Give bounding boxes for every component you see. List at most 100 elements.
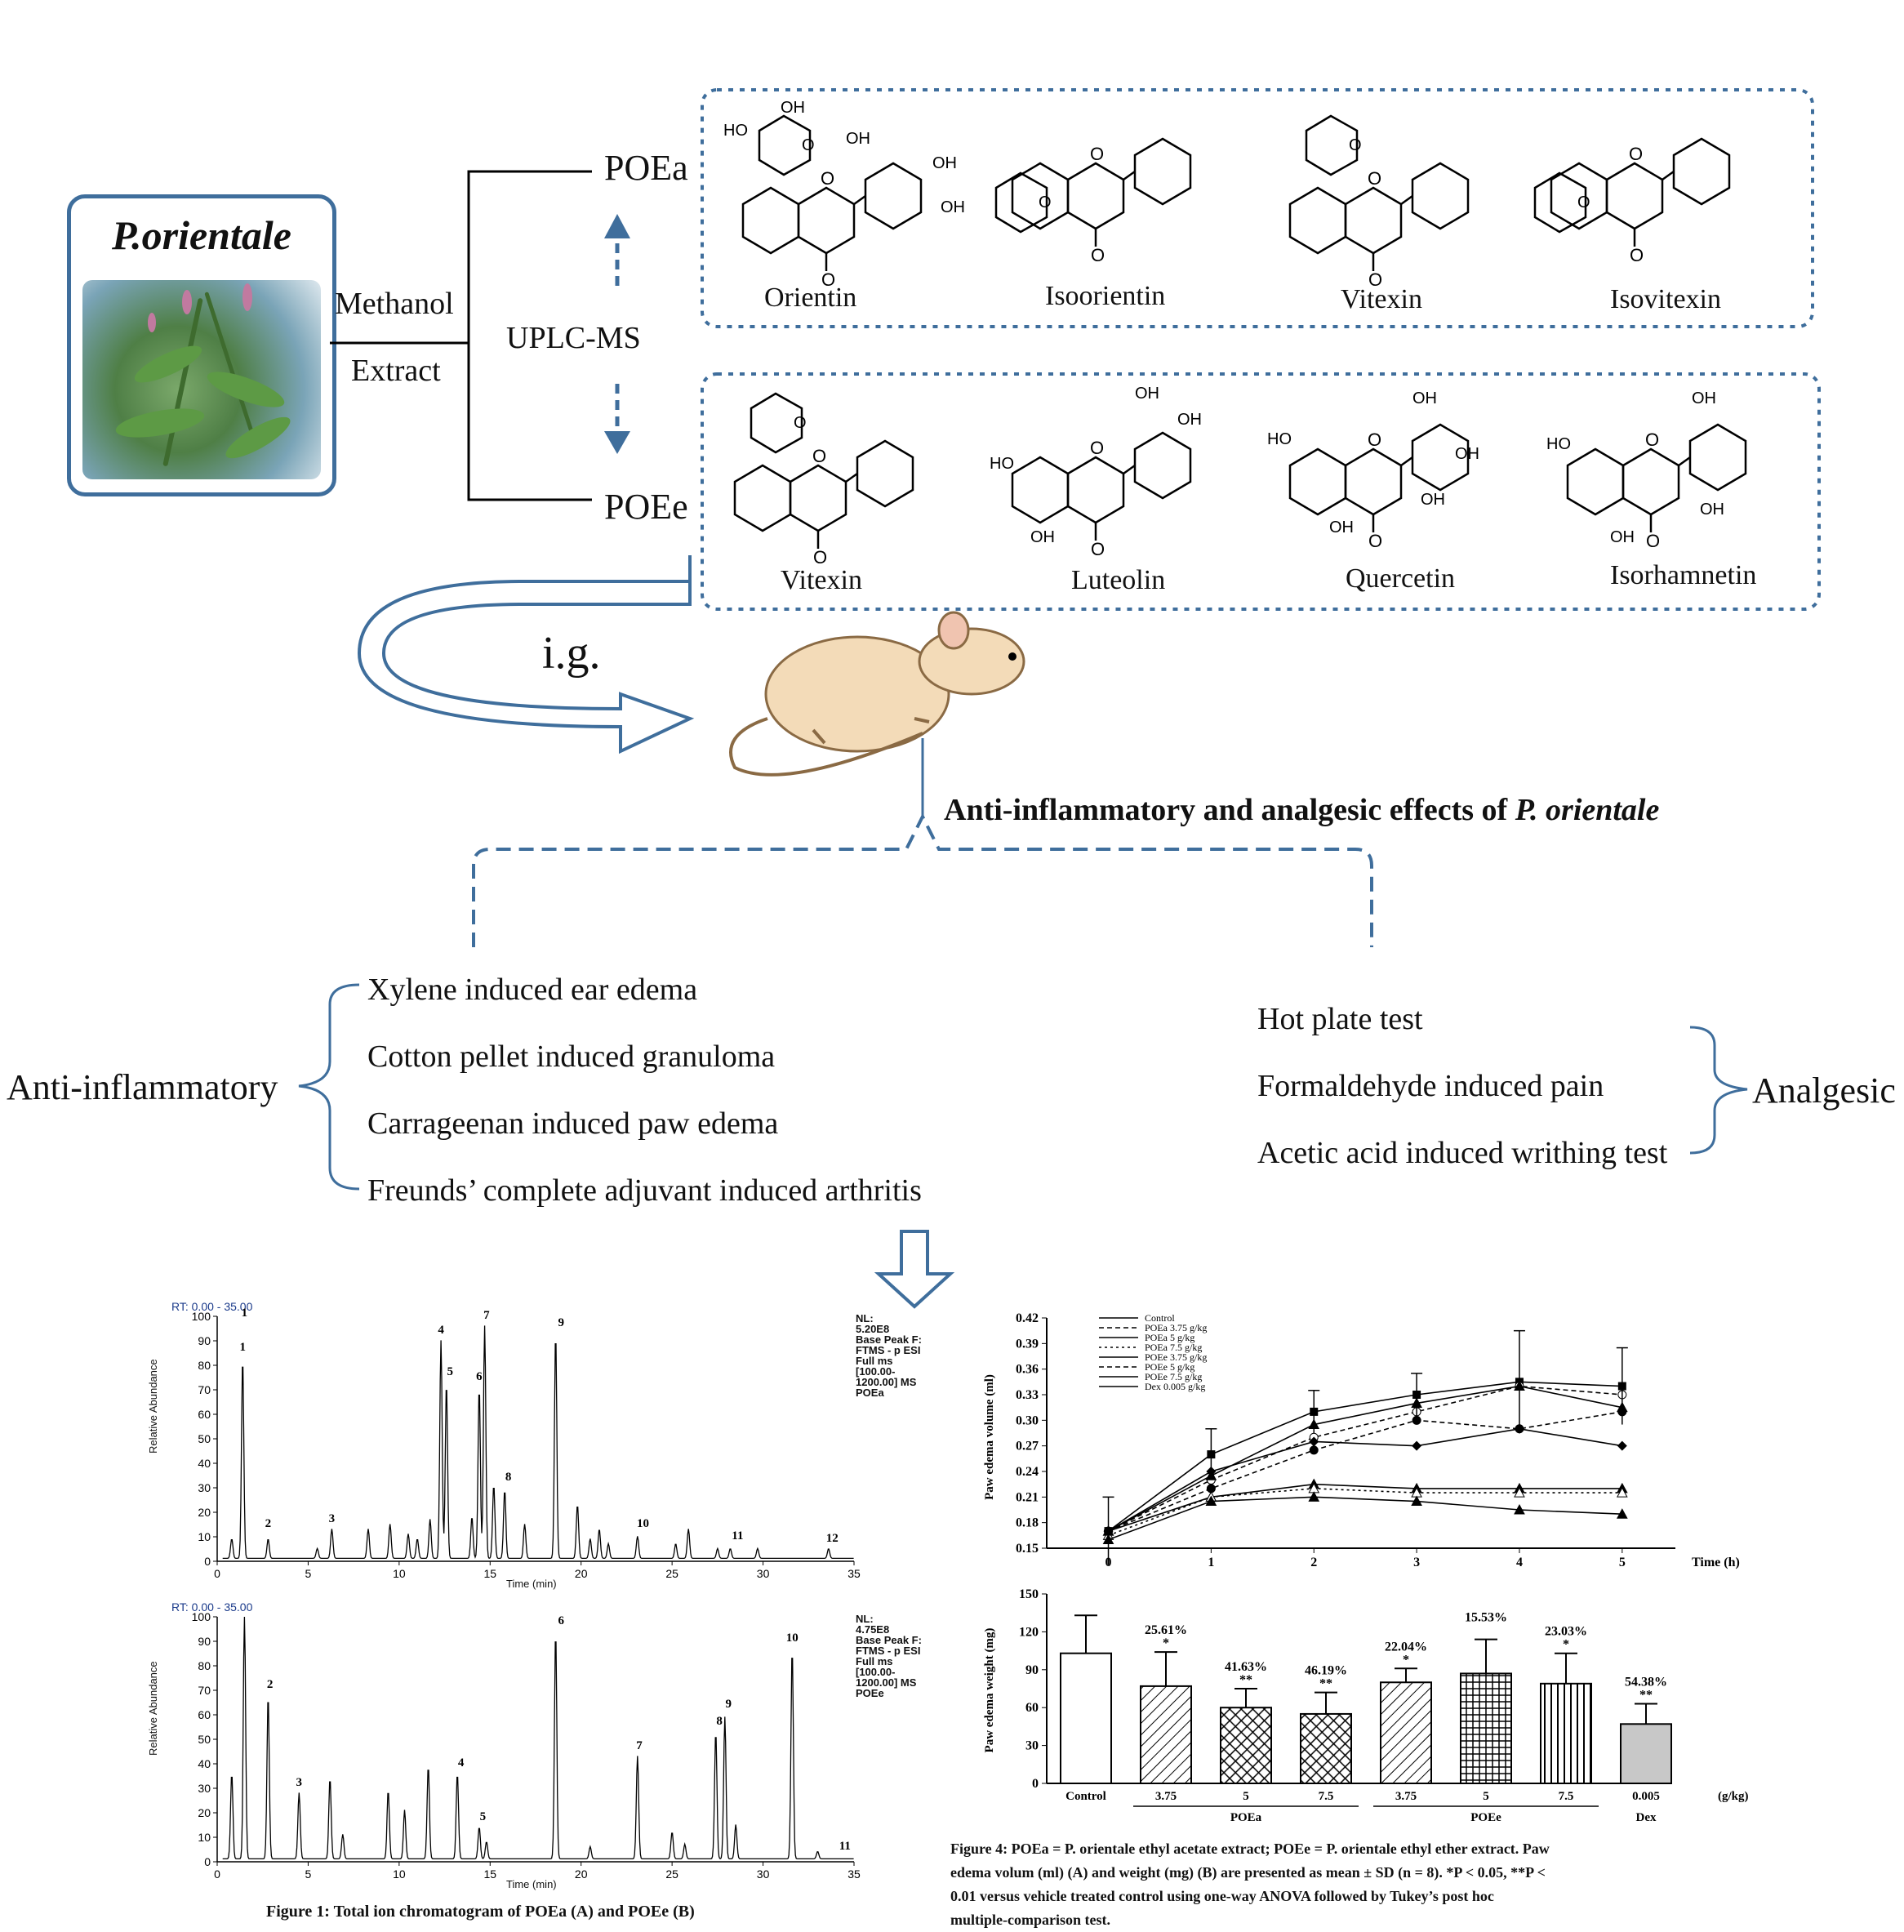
x-tick-label: 5 bbox=[305, 1567, 312, 1580]
xlabel-b: Time (min) bbox=[506, 1878, 557, 1890]
line-y-tick-label: 0.24 bbox=[1016, 1465, 1039, 1479]
effects-title: Anti-inflammatory and analgesic effects … bbox=[944, 792, 1659, 828]
bar-percent-label: 25.61% bbox=[1145, 1623, 1187, 1637]
svg-text:HO: HO bbox=[990, 455, 1014, 473]
figure4-caption-line: multiple-comparison test. bbox=[950, 1912, 1110, 1928]
info-line: 4.75E8 bbox=[856, 1623, 890, 1636]
y-tick-label: 80 bbox=[198, 1359, 211, 1372]
x-tick-label: 10 bbox=[393, 1867, 406, 1881]
rt-b: RT: 0.00 - 35.00 bbox=[171, 1600, 253, 1614]
line-y-tick-label: 0.30 bbox=[1016, 1413, 1039, 1427]
bar-star-label: * bbox=[1163, 1636, 1169, 1650]
mouse-icon bbox=[729, 611, 1025, 777]
bar-percent-label: 54.38% bbox=[1625, 1676, 1667, 1689]
peak-label: 3 bbox=[329, 1512, 336, 1525]
bar-star-label: * bbox=[1403, 1653, 1409, 1667]
line-y-tick-label: 0.21 bbox=[1016, 1490, 1039, 1504]
line-y-tick-label: 0.39 bbox=[1016, 1337, 1039, 1351]
info-line: Full ms bbox=[856, 1655, 893, 1667]
test-xylene: Xylene induced ear edema bbox=[367, 973, 698, 1007]
rt-a: RT: 0.00 - 35.00 bbox=[171, 1300, 253, 1313]
bar-y-tick-label: 30 bbox=[1025, 1739, 1039, 1753]
bar bbox=[1380, 1681, 1432, 1784]
info-line: FTMS - p ESI bbox=[856, 1645, 921, 1657]
plant-box: P.orientale bbox=[67, 194, 336, 496]
uplc-label: UPLC-MS bbox=[506, 321, 641, 355]
x-tick-label: 15 bbox=[483, 1867, 496, 1881]
info-line: FTMS - p ESI bbox=[856, 1344, 921, 1356]
peak-label: 11 bbox=[732, 1529, 743, 1542]
line-series bbox=[1108, 1496, 1622, 1541]
methanol-label: Methanol bbox=[335, 287, 454, 321]
line-y-tick-label: 0.15 bbox=[1016, 1542, 1039, 1556]
y-tick-label: 100 bbox=[192, 1610, 211, 1623]
test-acetic: Acetic acid induced writhing test bbox=[1257, 1136, 1668, 1170]
compound-isoorientin: Isoorientin bbox=[1045, 281, 1166, 311]
peak-label: 4 bbox=[438, 1324, 444, 1337]
figure4-caption: Figure 4: POEa = P. orientale ethyl acet… bbox=[950, 1837, 1550, 1932]
y-tick-label: 30 bbox=[198, 1782, 211, 1795]
bar-category-label: 3.75 bbox=[1155, 1790, 1177, 1803]
svg-text:OH: OH bbox=[1692, 390, 1716, 407]
svg-text:OH: OH bbox=[1177, 411, 1202, 429]
legend-label: Dex 0.005 g/kg bbox=[1145, 1381, 1205, 1392]
bar-category-label: 0.005 bbox=[1632, 1790, 1660, 1803]
line-point bbox=[1205, 1495, 1217, 1507]
extract-label: Extract bbox=[351, 354, 441, 388]
x-tick-label: 10 bbox=[393, 1567, 406, 1580]
svg-text:OH: OH bbox=[1412, 390, 1437, 407]
legend-label: POEa 7.5 g/kg bbox=[1145, 1342, 1202, 1353]
line-chart: 0.150.180.210.240.270.300.330.360.390.42… bbox=[983, 1311, 1740, 1569]
bar bbox=[1620, 1723, 1672, 1784]
plant-photo bbox=[82, 280, 321, 479]
bar bbox=[1300, 1712, 1352, 1785]
x-tick-label: 35 bbox=[847, 1867, 861, 1881]
x-tick-label: 0 bbox=[214, 1867, 220, 1881]
svg-text:OH: OH bbox=[781, 99, 805, 117]
bar-category-label: 7.5 bbox=[1319, 1790, 1334, 1803]
y-tick-label: 10 bbox=[198, 1831, 211, 1844]
line-x-tick-label: 3 bbox=[1413, 1556, 1420, 1569]
line-point bbox=[1309, 1436, 1319, 1447]
peak-label: 4 bbox=[458, 1756, 465, 1770]
bar-y-tick-label: 0 bbox=[1032, 1777, 1039, 1791]
y-tick-label: 60 bbox=[198, 1708, 211, 1721]
bar-category-label: 5 bbox=[1483, 1790, 1489, 1803]
y-tick-label: 20 bbox=[198, 1806, 211, 1819]
bar bbox=[1220, 1707, 1272, 1784]
peak-label: 2 bbox=[267, 1678, 274, 1691]
y-tick-label: 70 bbox=[198, 1684, 211, 1697]
bar-category-label: Control bbox=[1065, 1790, 1106, 1803]
bar bbox=[1540, 1682, 1592, 1784]
peak-label: 3 bbox=[296, 1776, 303, 1789]
line-point bbox=[1616, 1508, 1628, 1519]
svg-text:OH: OH bbox=[1610, 528, 1635, 546]
y-tick-label: 70 bbox=[198, 1383, 211, 1396]
peak-label: 9 bbox=[725, 1698, 732, 1711]
bar-y-tick-label: 90 bbox=[1025, 1663, 1039, 1677]
ig-label: i.g. bbox=[542, 628, 601, 679]
svg-text:HO: HO bbox=[723, 122, 748, 140]
peak-label: 5 bbox=[480, 1810, 487, 1823]
y-tick-label: 90 bbox=[198, 1334, 211, 1347]
bar-percent-label: 46.19% bbox=[1305, 1664, 1347, 1678]
svg-text:HO: HO bbox=[1546, 435, 1571, 453]
line-point bbox=[1616, 1487, 1628, 1498]
x-tick-label: 35 bbox=[847, 1567, 861, 1580]
test-carrageenan: Carrageenan induced paw edema bbox=[367, 1106, 779, 1141]
line-series bbox=[1108, 1385, 1622, 1532]
svg-text:OH: OH bbox=[932, 154, 957, 172]
bar-category-label: 7.5 bbox=[1559, 1790, 1574, 1803]
bar-percent-label: 41.63% bbox=[1225, 1660, 1267, 1674]
bar-y-tick-label: 150 bbox=[1019, 1587, 1039, 1601]
peak-label: 1 bbox=[242, 1307, 248, 1320]
y-tick-label: 40 bbox=[198, 1457, 211, 1470]
poea-label: POEa bbox=[604, 148, 688, 188]
svg-text:OH: OH bbox=[1700, 501, 1724, 519]
line-point bbox=[1206, 1484, 1216, 1494]
